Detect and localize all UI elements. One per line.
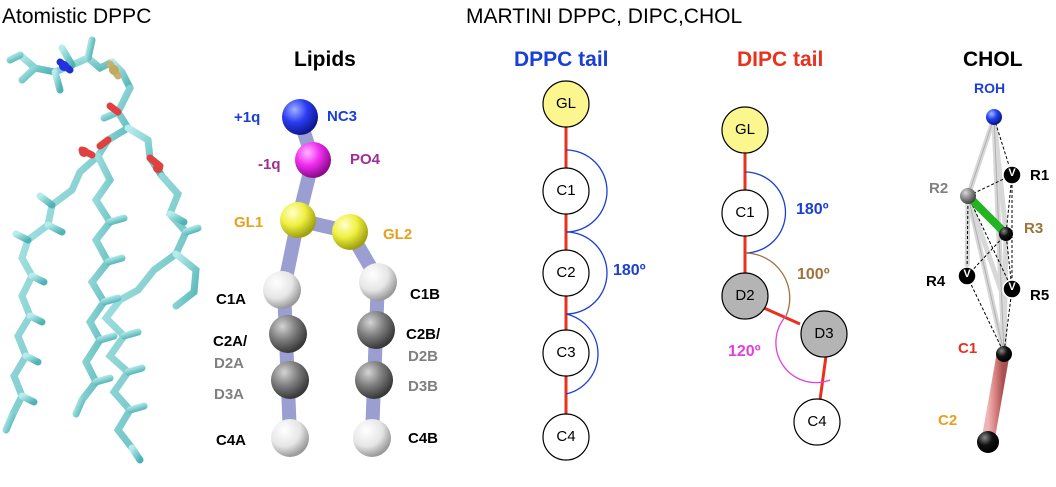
dppc-c4-bead [542, 413, 590, 461]
chol-v-site [1002, 279, 1022, 299]
c2b-label: C2B/ [406, 326, 441, 343]
chol-v-label: V [963, 268, 971, 280]
charge-pos-label: +1q [234, 109, 261, 126]
dppc-c1-label: C1 [556, 182, 576, 199]
dppc-gl-bead [542, 80, 590, 128]
chol-green-bond [964, 192, 1010, 238]
c4b-bead [353, 419, 391, 457]
dipc-d2-label: D2 [735, 287, 755, 304]
dppc-c1-bead [542, 167, 590, 215]
nc3-label: NC3 [327, 108, 358, 125]
c4a-bead [271, 419, 309, 457]
chol-header: CHOL [963, 48, 1023, 71]
chol-roh-bead [986, 109, 1002, 125]
d2a-label: D2A [214, 355, 245, 372]
chol-r1-label: R1 [1030, 167, 1050, 184]
c1b-label: C1B [410, 286, 441, 303]
nc3-bead [282, 99, 318, 135]
dppc-angle-arcs [565, 149, 608, 395]
dipc-c1-bead [721, 189, 769, 237]
dppc-angle-label: 180º [613, 262, 646, 279]
c4b-label: C4B [408, 430, 439, 447]
d3b-label: D3B [408, 378, 439, 395]
dipc-d2-bead [721, 272, 769, 320]
chol-c1-c2-bond [981, 348, 1010, 447]
dipc-c4-label: C4 [807, 413, 827, 430]
d3a-label: D3A [214, 386, 245, 403]
chol-r2-bead [960, 188, 976, 204]
chol-c1-bead [996, 346, 1012, 362]
dppc-tail-header: DPPC tail [514, 48, 609, 71]
dipc-gl-bead [721, 106, 769, 154]
chol-c2-bead [977, 431, 999, 453]
chol-r4-label: R4 [926, 273, 946, 290]
c1a-label: C1A [216, 291, 247, 308]
chol-v-site [957, 266, 977, 286]
gl2-bead [332, 214, 368, 250]
po4-label: PO4 [350, 151, 381, 168]
dipc-angle-d3-label: 120º [728, 343, 761, 360]
dipc-d3-label: D3 [814, 325, 834, 342]
po4-bead [295, 142, 331, 178]
c4a-label: C4A [216, 432, 247, 449]
dppc-c3-bead [542, 329, 590, 377]
dipc-angle-c1-label: 180º [796, 201, 829, 218]
chol-virtual-sites [957, 165, 1022, 299]
c2b-bead [357, 311, 395, 349]
dipc-gl-label: GL [734, 121, 755, 138]
chol-r3-bead [999, 227, 1013, 241]
dipc-angle-arcs [744, 171, 831, 384]
dipc-d3-bead [800, 310, 848, 358]
chol-c2-label: C2 [938, 412, 958, 429]
d3a-bead [271, 361, 309, 399]
dppc-c4-label: C4 [556, 428, 576, 445]
chol-r2-label: R2 [929, 180, 949, 197]
dppc-c2-bead [542, 249, 590, 297]
chol-c1-label: C1 [958, 340, 978, 357]
chol-v-label: V [1008, 281, 1016, 293]
dppc-gl-label: GL [555, 95, 576, 112]
gl2-label: GL2 [383, 226, 413, 243]
c2a-label: C2A/ [213, 333, 248, 350]
chol-r3-label: R3 [1024, 220, 1044, 237]
c2a-bead [269, 315, 307, 353]
dipc-bonds [743, 152, 828, 401]
c1b-bead [359, 263, 397, 301]
martini-header: MARTINI DPPC, DIPC,CHOL [466, 5, 743, 28]
dipc-angle-d2-label: 100º [797, 266, 830, 283]
chol-v-label: V [1008, 167, 1016, 179]
dipc-c4-bead [793, 398, 841, 446]
c1a-bead [263, 271, 301, 309]
atomistic-header: Atomistic DPPC [2, 5, 152, 28]
dppc-c2-label: C2 [556, 264, 576, 281]
dipc-tail-header: DIPC tail [737, 48, 824, 71]
d3b-bead [355, 361, 393, 399]
chol-v-site [1002, 165, 1022, 185]
gl1-label: GL1 [234, 214, 264, 231]
gl1-bead [280, 202, 316, 238]
chol-roh-label: ROH [974, 80, 1006, 96]
charge-neg-label: -1q [258, 156, 281, 173]
dipc-c1-label: C1 [735, 204, 755, 221]
chol-r5-label: R5 [1030, 287, 1050, 304]
d2b-label: D2B [408, 348, 439, 365]
lipids-header: Lipids [294, 48, 356, 71]
dppc-c3-label: C3 [556, 344, 576, 361]
